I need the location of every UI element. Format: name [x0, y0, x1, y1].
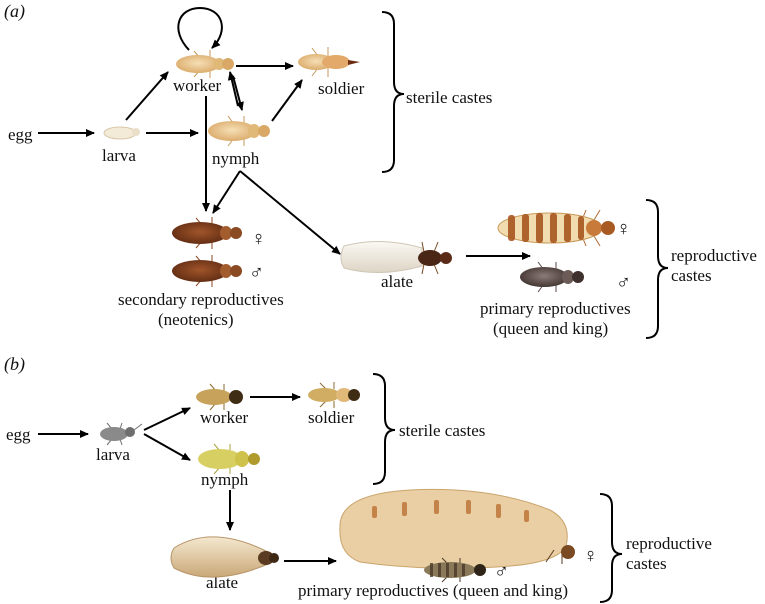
worker-termite-a: [176, 50, 234, 78]
male-symbol-primary: ♂: [616, 272, 631, 294]
primary-reproductives-label-b: primary reproductives (queen and king): [298, 581, 568, 600]
larva-label-b: larva: [96, 445, 130, 464]
secondary-male-termite: [172, 255, 242, 287]
reproductive-castes-label-b-line1: reproductive: [626, 534, 712, 553]
female-symbol-b: ♀: [583, 545, 598, 567]
alate-termite-a: [340, 240, 452, 275]
egg-label: egg: [8, 125, 33, 144]
arrow-worker-self-loop: [177, 6, 223, 51]
female-symbol-secondary: ♀: [251, 228, 266, 250]
worker-label: worker: [173, 76, 221, 95]
sterile-castes-label: sterile castes: [406, 88, 492, 107]
panel-b: (b) egg larva worker soldier nymph alate…: [4, 354, 712, 603]
arrow-nymph-secondary: [212, 170, 241, 214]
arrow-worker-nymph: [232, 75, 244, 111]
queen-termite-a: [497, 209, 615, 247]
arrow-larva-worker-b: [143, 407, 191, 431]
alate-label-b: alate: [206, 573, 238, 592]
arrow-nymph-soldier: [271, 79, 303, 122]
sterile-castes-label-b: sterile castes: [399, 421, 485, 440]
brace-sterile-castes: [381, 11, 405, 173]
nymph-termite-a: [208, 115, 270, 147]
arrow-larva-nymph-b: [143, 433, 191, 461]
king-termite-a: [520, 261, 584, 293]
nymph-label-b: nymph: [201, 470, 249, 489]
queen-and-king-label: (queen and king): [493, 319, 608, 338]
brace-reproductive-castes: [645, 199, 669, 339]
male-symbol-secondary: ♂: [249, 262, 264, 284]
larva-termite-a: [103, 126, 140, 140]
panel-a: (a) egg larva worker nymph soldier alate…: [4, 1, 757, 339]
egg-label-b: egg: [6, 425, 31, 444]
larva-label: larva: [102, 146, 136, 165]
panel-b-label: (b): [4, 354, 25, 375]
female-symbol-primary: ♀: [616, 218, 631, 240]
reproductive-castes-label-line1: reproductive: [671, 246, 757, 265]
queen-termite-b: [339, 488, 575, 569]
arrow-larva-worker: [125, 71, 169, 121]
panel-a-arrows: [38, 6, 531, 260]
primary-reproductives-label: primary reproductives: [480, 299, 631, 318]
worker-termite-b: [196, 383, 243, 411]
secondary-reproductives-label: secondary reproductives: [118, 290, 284, 309]
reproductive-castes-label-line2: castes: [671, 266, 712, 285]
panel-a-label: (a): [4, 1, 25, 22]
alate-label: alate: [381, 272, 413, 291]
soldier-label-b: soldier: [308, 408, 355, 427]
worker-label-b: worker: [200, 408, 248, 427]
brace-sterile-castes-b: [372, 373, 396, 485]
neotenics-label: (neotenics): [158, 310, 234, 329]
brace-reproductive-castes-b: [599, 493, 623, 603]
nymph-label: nymph: [212, 149, 260, 168]
soldier-termite-b: [308, 382, 360, 408]
soldier-termite-a: [298, 47, 360, 77]
nymph-termite-b: [198, 443, 260, 475]
soldier-label: soldier: [318, 79, 365, 98]
alate-termite-b: [170, 536, 279, 578]
arrow-nymph-alate: [239, 170, 341, 255]
arrow-nymph-worker: [227, 71, 239, 107]
panel-b-arrows: [38, 393, 337, 565]
secondary-female-termite: [172, 217, 242, 249]
larva-termite-b: [100, 422, 143, 446]
reproductive-castes-label-b-line2: castes: [626, 554, 667, 573]
king-termite-b: [424, 557, 486, 583]
